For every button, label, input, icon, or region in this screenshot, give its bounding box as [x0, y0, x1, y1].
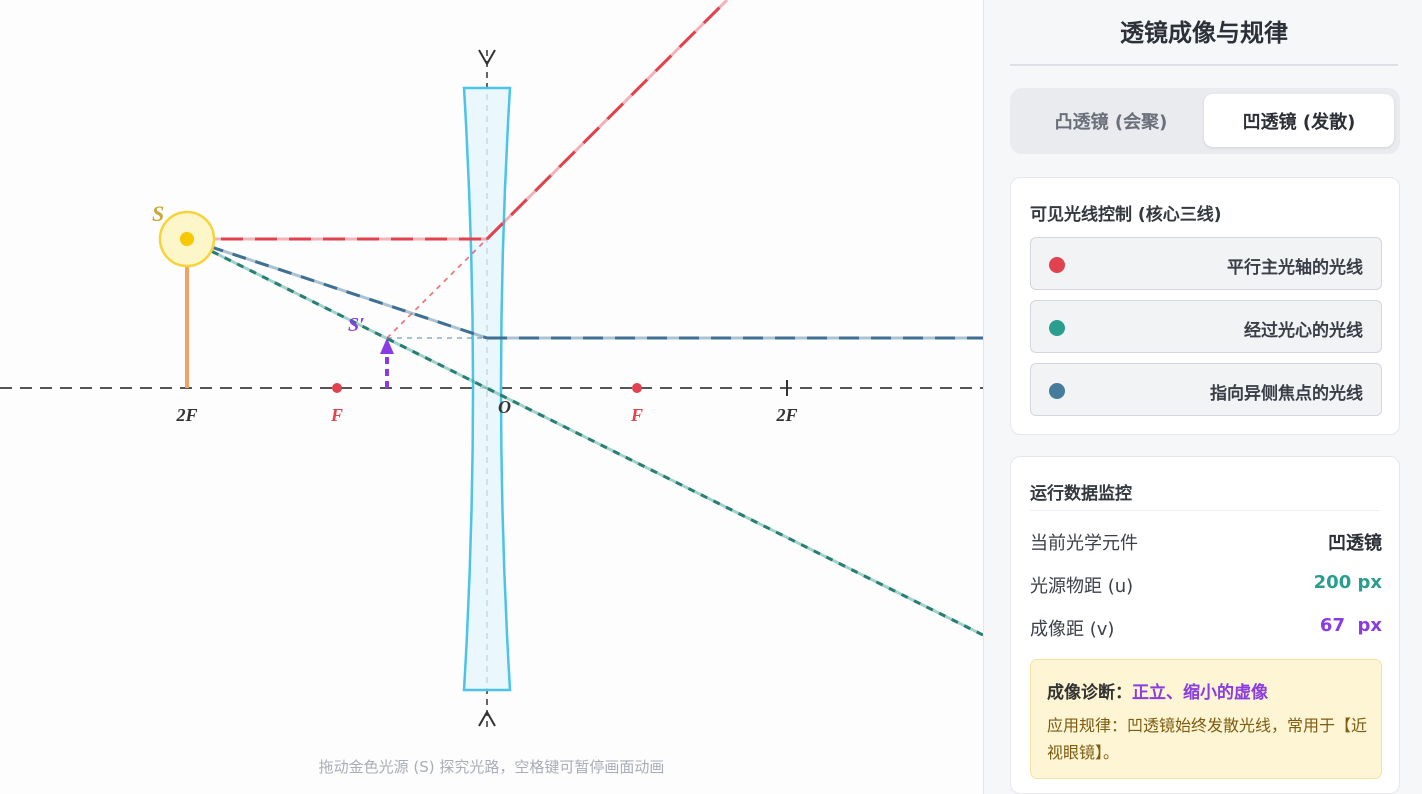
focus-right-point	[632, 383, 642, 393]
row-lens-type-value: 凹透镜	[1328, 533, 1382, 554]
diagnosis-line: 成像诊断：正立、缩小的虚像	[1047, 678, 1268, 703]
focus-ray-incident-dash	[186, 237, 488, 340]
lens-type-toggle: 凸透镜 (会聚) 凹透镜 (发散)	[1010, 88, 1400, 154]
row-object-distance-value: 200 px	[1313, 572, 1382, 593]
focus-left-point	[332, 383, 342, 393]
canvas-hint: 拖动金色光源 (S) 探究光路，空格键可暂停画面动画	[318, 758, 665, 776]
tab-convex-lens[interactable]: 凸透镜 (会聚)	[1054, 111, 1168, 133]
row-image-distance: 成像距 (v) 67 px	[1030, 615, 1382, 640]
ray-control-card: 可见光线控制 (核心三线) 平行主光轴的光线 经过光心的光线 指向异侧焦点的光线	[1010, 177, 1400, 435]
parallel-ray-color-dot	[1049, 257, 1065, 273]
parallel-ray-refracted-dash	[485, 0, 729, 241]
two-f-left-label: 2F	[175, 405, 197, 425]
parallel-ray-button[interactable]: 平行主光轴的光线	[1030, 237, 1382, 290]
focus-ray-color-dot	[1049, 383, 1065, 399]
focus-right-label: F	[630, 405, 643, 425]
monitor-divider	[1030, 510, 1380, 511]
row-image-distance-value: 67 px	[1319, 615, 1382, 636]
image-label: S′	[348, 314, 365, 336]
parallel-ray-button-label: 平行主光轴的光线	[1227, 258, 1363, 278]
row-object-distance-key: 光源物距 (u)	[1030, 576, 1134, 597]
tab-concave-lens[interactable]: 凹透镜 (发散)	[1204, 94, 1394, 147]
diagnosis-label: 成像诊断：	[1047, 683, 1132, 703]
lens-bottom-marker-icon	[478, 709, 496, 727]
two-f-right-label: 2F	[775, 405, 797, 425]
center-ray	[186, 237, 983, 637]
origin-label: O	[498, 397, 511, 417]
monitor-card: 运行数据监控 当前光学元件 凹透镜 光源物距 (u) 200 px 成像距 (v…	[1010, 456, 1400, 794]
monitor-heading: 运行数据监控	[1030, 484, 1132, 504]
panel-title: 透镜成像与规律	[1010, 16, 1398, 66]
diagnosis-box: 成像诊断：正立、缩小的虚像 应用规律：凹透镜始终发散光线，常用于【近视眼镜】。	[1030, 659, 1382, 779]
center-ray-color-dot	[1049, 320, 1065, 336]
image-arrow-head-icon	[380, 338, 394, 354]
parallel-ray-virtual-extension	[386, 238, 488, 339]
row-lens-type: 当前光学元件 凹透镜	[1030, 529, 1382, 554]
row-image-distance-key: 成像距 (v)	[1030, 619, 1115, 640]
optics-canvas[interactable]: S S′ O F F 2F 2F 拖动金色光源 (S) 探究光路，空格键可暂停画…	[0, 0, 983, 794]
row-object-distance: 光源物距 (u) 200 px	[1030, 572, 1382, 597]
ray-control-heading: 可见光线控制 (核心三线)	[1030, 205, 1222, 225]
light-source-core[interactable]	[180, 232, 194, 246]
focus-left-label: F	[330, 405, 343, 425]
lens-top-marker-icon	[478, 49, 496, 67]
control-panel: 透镜成像与规律 凸透镜 (会聚) 凹透镜 (发散) 可见光线控制 (核心三线) …	[983, 0, 1422, 794]
diagnosis-rule: 应用规律：凹透镜始终发散光线，常用于【近视眼镜】。	[1047, 716, 1368, 762]
focus-ray-button[interactable]: 指向异侧焦点的光线	[1030, 363, 1382, 416]
row-lens-type-key: 当前光学元件	[1030, 533, 1138, 554]
center-ray-button[interactable]: 经过光心的光线	[1030, 300, 1382, 353]
focus-ray-button-label: 指向异侧焦点的光线	[1210, 384, 1363, 404]
ray-diagram: S S′ O F F 2F 2F	[0, 0, 983, 728]
center-ray-button-label: 经过光心的光线	[1244, 321, 1363, 341]
diagnosis-result: 正立、缩小的虚像	[1132, 683, 1268, 703]
source-label: S	[152, 201, 164, 226]
